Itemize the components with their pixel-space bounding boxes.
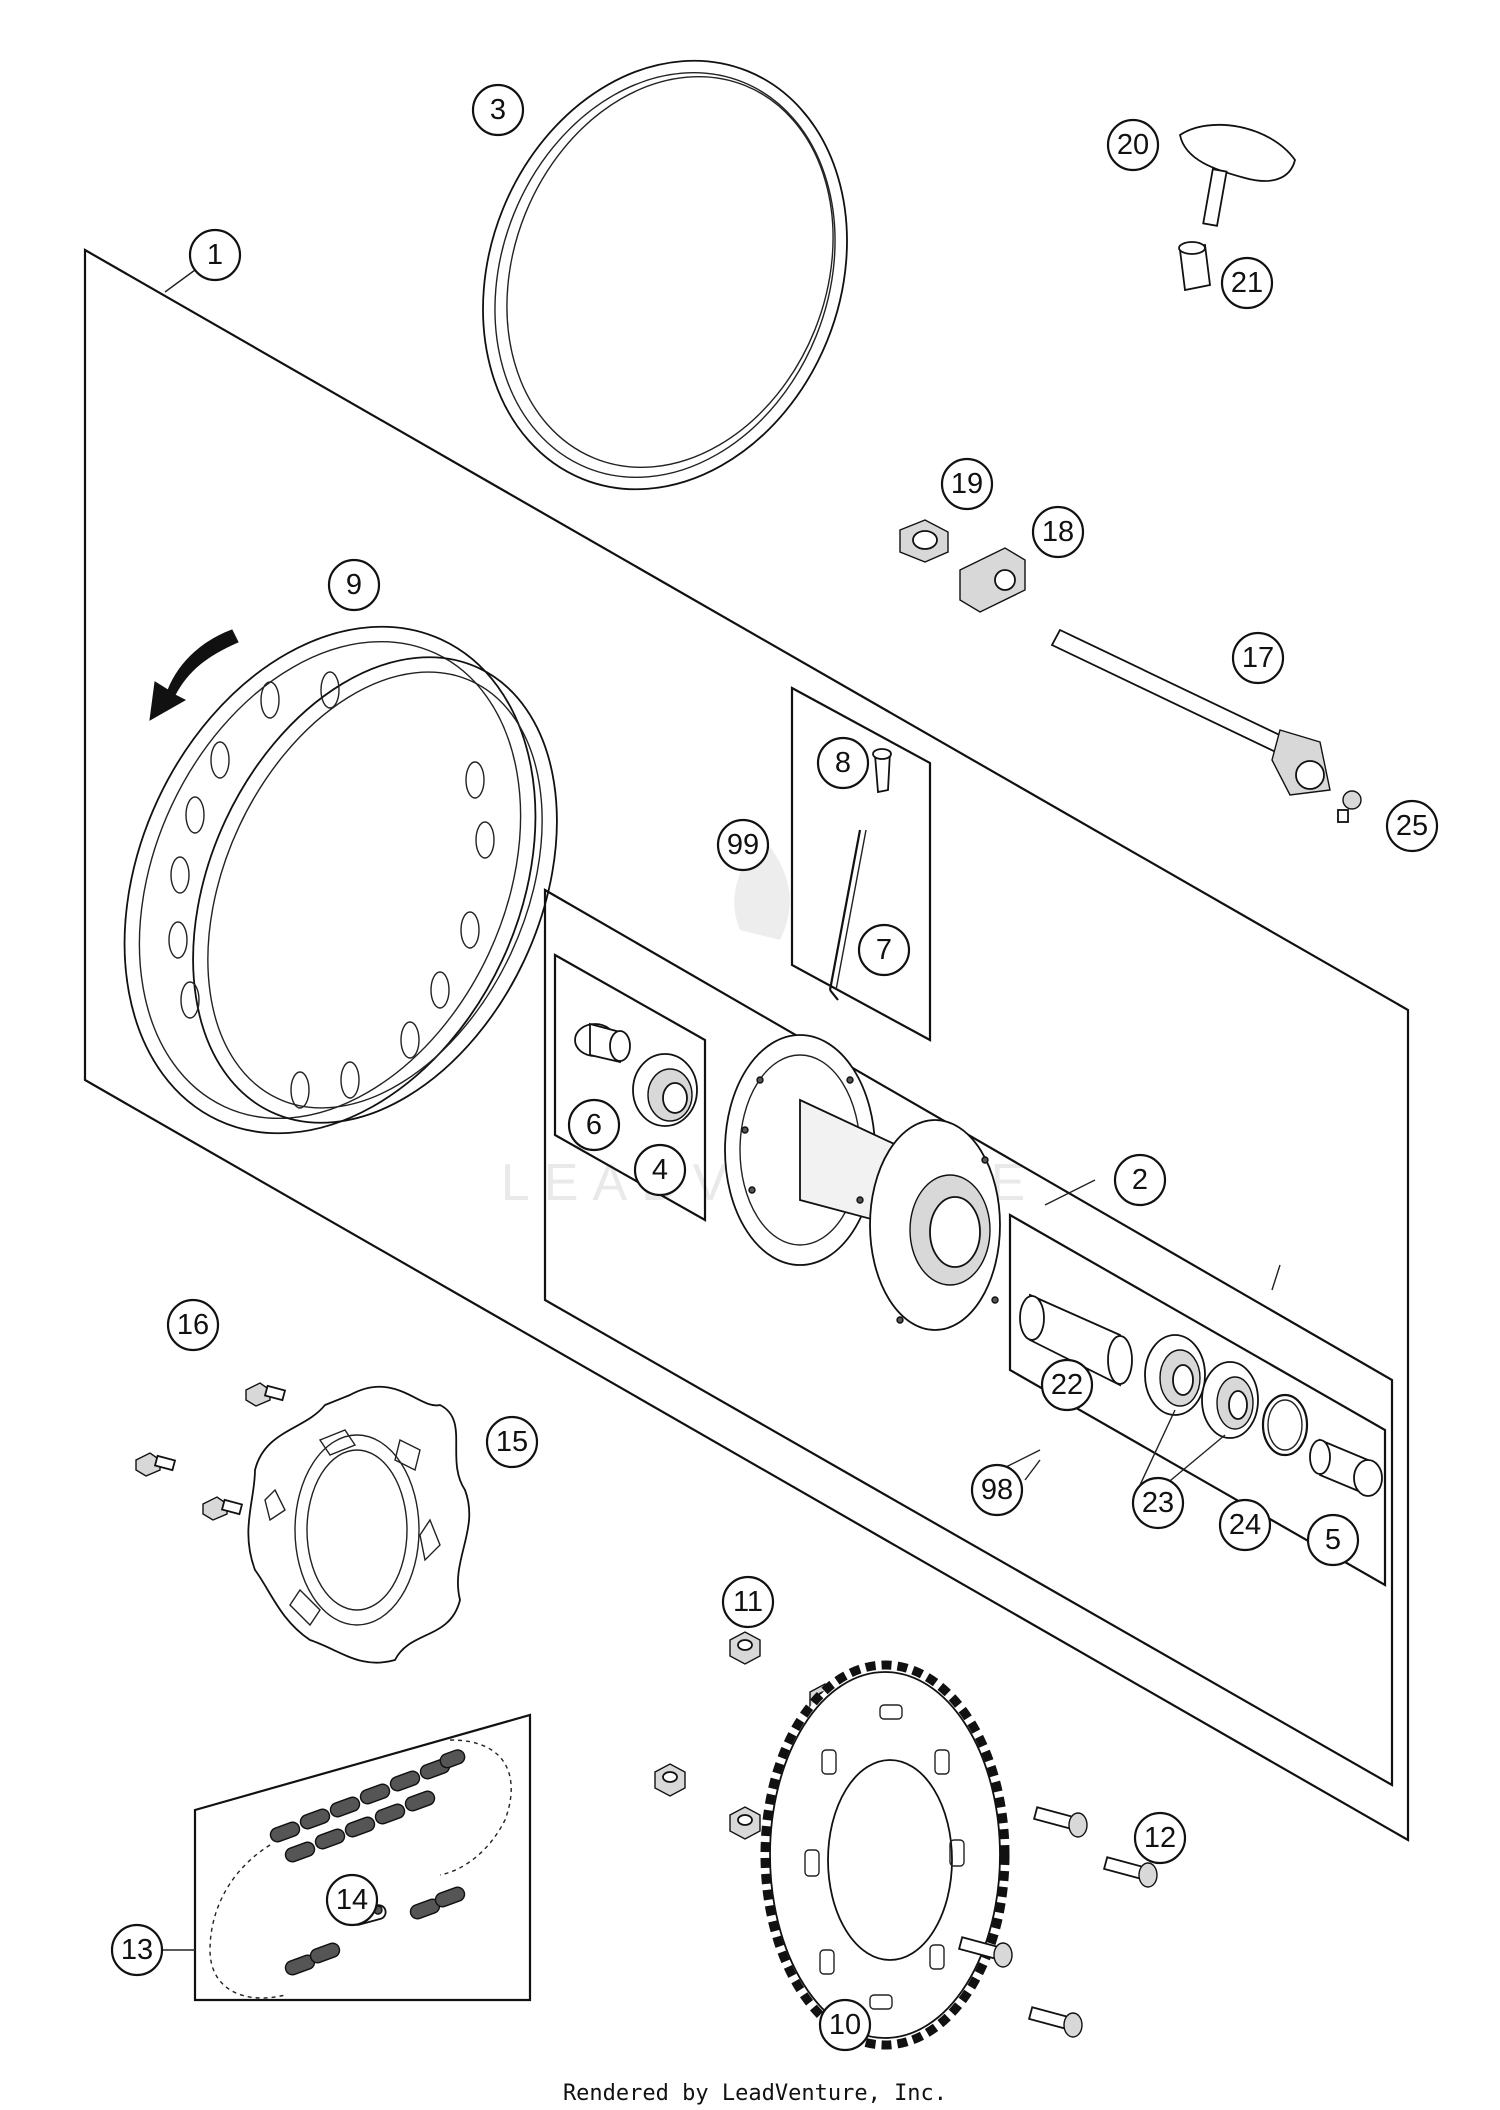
- hub-spacer: [1019, 1293, 1133, 1387]
- footer-credit: Rendered by LeadVenture, Inc.: [563, 2081, 947, 2106]
- callout-11: 11: [721, 1575, 775, 1629]
- callout-22: 22: [1040, 1358, 1094, 1412]
- callout-12: 12: [1133, 1811, 1187, 1865]
- callout-20: 20: [1106, 118, 1160, 172]
- drive-chain: [209, 1739, 512, 1999]
- callout-25: 25: [1385, 799, 1439, 853]
- callout-1-label: 1: [207, 239, 223, 271]
- callout-23-label: 23: [1142, 1487, 1174, 1519]
- callout-18-label: 18: [1042, 516, 1074, 548]
- callout-9: 9: [327, 558, 381, 612]
- callout-2: 2: [1113, 1153, 1167, 1207]
- callout-23: 23: [1131, 1476, 1185, 1530]
- right-spacer: [1309, 1438, 1383, 1497]
- callout-17-label: 17: [1242, 642, 1274, 674]
- rear-hub: [724, 1034, 1001, 1331]
- callout-6-label: 6: [586, 1109, 602, 1141]
- callout-13: 13: [110, 1923, 164, 1977]
- callout-14: 14: [325, 1873, 379, 1927]
- callout-19: 19: [940, 457, 994, 511]
- callout-8-label: 8: [835, 747, 851, 779]
- callout-99: 99: [716, 818, 770, 872]
- callout-10: 10: [818, 1998, 872, 2052]
- callout-5-label: 5: [1325, 1524, 1341, 1556]
- rotation-arrow-icon: [149, 629, 239, 721]
- spoke-box: [790, 686, 932, 1042]
- rim: [123, 625, 558, 1135]
- callout-98-label: 98: [981, 1474, 1013, 1506]
- callout-7: 7: [857, 923, 911, 977]
- sprocket-bolts: [957, 1806, 1158, 2038]
- leader-lines: [155, 269, 1281, 1951]
- axle: [1050, 628, 1331, 796]
- callout-98: 98: [970, 1463, 1024, 1517]
- callout-8: 8: [816, 736, 870, 790]
- callout-12-label: 12: [1144, 1822, 1176, 1854]
- callout-21-label: 21: [1231, 267, 1263, 299]
- left-bearing: [632, 1053, 698, 1127]
- circlip: [1261, 1393, 1309, 1457]
- callout-5: 5: [1306, 1513, 1360, 1567]
- spoke: [828, 829, 867, 1001]
- callout-15-label: 15: [496, 1426, 528, 1458]
- callout-22-label: 22: [1051, 1369, 1083, 1401]
- spoke-nipple: [872, 748, 892, 794]
- chain-box: [193, 1713, 532, 2002]
- callout-19-label: 19: [951, 468, 983, 500]
- callout-21: 21: [1220, 256, 1274, 310]
- right-bearing-1: [1144, 1334, 1206, 1416]
- callout-6: 6: [567, 1098, 621, 1152]
- callout-18: 18: [1031, 505, 1085, 559]
- callout-24: 24: [1218, 1498, 1272, 1552]
- valve-cap: [1178, 123, 1296, 227]
- tire: [482, 59, 848, 491]
- right-bearing-2: [1201, 1361, 1259, 1439]
- callout-1: 1: [188, 228, 242, 282]
- axle-nut: [899, 519, 949, 563]
- callout-14-label: 14: [336, 1884, 368, 1916]
- callout-3-label: 3: [490, 94, 506, 126]
- wheel-assembly-outline: [83, 248, 1410, 1842]
- chain-adjuster: [959, 547, 1026, 613]
- hub-assembly-outline: [543, 888, 1394, 1787]
- left-spacer: [574, 1022, 631, 1064]
- callout-13-label: 13: [121, 1934, 153, 1966]
- callout-16-label: 16: [177, 1309, 209, 1341]
- callout-20-label: 20: [1117, 129, 1149, 161]
- callout-25-label: 25: [1396, 810, 1428, 842]
- callout-10-label: 10: [829, 2009, 861, 2041]
- callout-17: 17: [1231, 631, 1285, 685]
- callout-2-label: 2: [1132, 1164, 1148, 1196]
- callout-15: 15: [485, 1415, 539, 1469]
- callout-9-label: 9: [346, 569, 362, 601]
- right-bearing-box: [1008, 1213, 1387, 1587]
- callout-4-label: 4: [652, 1154, 668, 1186]
- callout-16: 16: [166, 1298, 220, 1352]
- callout-99-label: 99: [727, 829, 759, 861]
- callout-24-label: 24: [1229, 1509, 1261, 1541]
- callout-11-label: 11: [733, 1586, 763, 1618]
- valve-nut: [1178, 241, 1211, 292]
- rear-sprocket: [760, 1660, 1010, 2050]
- brake-disc: [247, 1385, 471, 1664]
- adjuster-bolt: [1337, 790, 1362, 823]
- callout-7-label: 7: [876, 934, 892, 966]
- left-bearing-box: [553, 953, 707, 1222]
- callout-4: 4: [633, 1143, 687, 1197]
- callout-3: 3: [471, 83, 525, 137]
